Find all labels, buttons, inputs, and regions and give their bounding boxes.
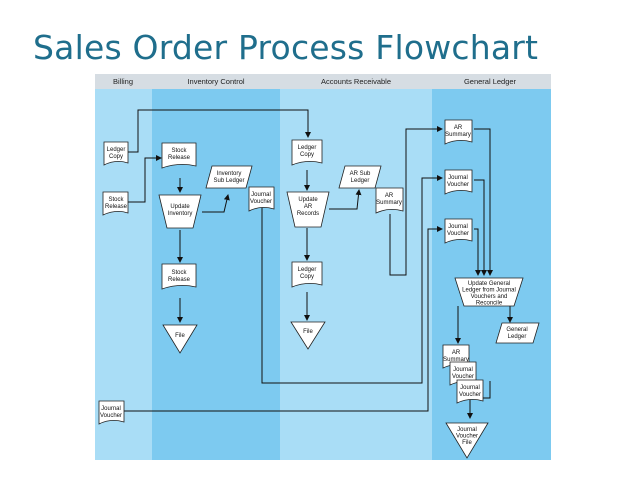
lane-header-general-ledger: General Ledger — [464, 77, 517, 86]
lane-header-band — [95, 74, 551, 89]
svg-text:File: File — [175, 333, 185, 339]
lane-header-inventory-control: Inventory Control — [187, 77, 244, 86]
file-ic: File — [162, 324, 198, 354]
svg-text:File: File — [303, 329, 313, 335]
connectors — [124, 109, 513, 419]
lane-header-billing: Billing — [113, 77, 133, 86]
file-ar: File — [290, 321, 326, 350]
page-title: Sales Order Process Flowchart — [33, 28, 539, 67]
lane-header-accounts-receivable: Accounts Receivable — [321, 77, 391, 86]
